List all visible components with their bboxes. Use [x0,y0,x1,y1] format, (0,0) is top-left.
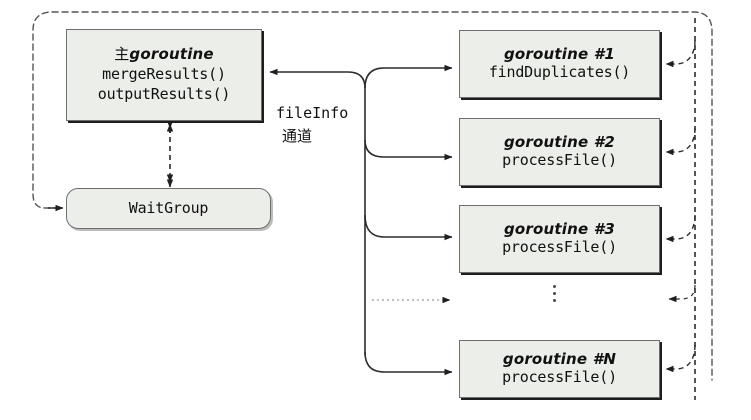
channel-branch-gn [364,351,453,376]
channel-to-main [269,68,366,89]
channel-branch-g3 [364,214,453,241]
goroutine-2-title: goroutine #2 [503,133,616,152]
main-goroutine-title: 主goroutine [114,46,214,64]
goroutine-2-fn: processFile() [502,151,617,169]
goroutine-3-title: goroutine #3 [503,220,616,239]
wg-branch-gn [665,344,696,373]
node-goroutine-3[interactable]: goroutine #3 processFile() [459,205,660,273]
node-goroutine-1[interactable]: goroutine #1 findDuplicates() [459,30,660,98]
goroutine-n-fn: processFile() [502,368,617,386]
channel-branch-g1 [364,64,453,89]
main-goroutine-fn-merge: mergeResults() [102,65,226,84]
wg-branch-g2 [665,127,696,156]
channel-branch-g2 [364,139,453,161]
goroutine-3-fn: processFile() [502,238,617,256]
ellipsis-dot [553,292,556,295]
ellipsis-dot [553,285,556,288]
ellipsis-vertical-dots [553,285,556,302]
channel-name-cjk: 通道 [282,127,313,145]
main-goroutine-title-latin: goroutine [129,45,214,64]
wg-branch-g1 [665,39,696,68]
node-goroutine-2[interactable]: goroutine #2 processFile() [459,118,660,186]
channel-name: fileInfo [276,104,349,122]
waitgroup-label: WaitGroup [128,198,209,217]
node-goroutine-n[interactable]: goroutine #N processFile() [459,340,660,398]
node-waitgroup[interactable]: WaitGroup [66,188,271,229]
ellipsis-dot [553,299,556,302]
wg-branch-ellipsis [668,284,696,303]
goroutine-n-title: goroutine #N [502,350,617,369]
channel-label: fileInfo 通道 [276,103,376,146]
main-goroutine-fn-output: outputResults() [97,84,231,103]
wg-branch-g3 [665,214,696,243]
main-goroutine-title-cjk: 主 [114,45,130,64]
goroutine-1-fn: findDuplicates() [488,63,631,81]
goroutine-1-title: goroutine #1 [503,45,616,64]
node-main-goroutine[interactable]: 主goroutine mergeResults() outputResults(… [66,29,262,121]
